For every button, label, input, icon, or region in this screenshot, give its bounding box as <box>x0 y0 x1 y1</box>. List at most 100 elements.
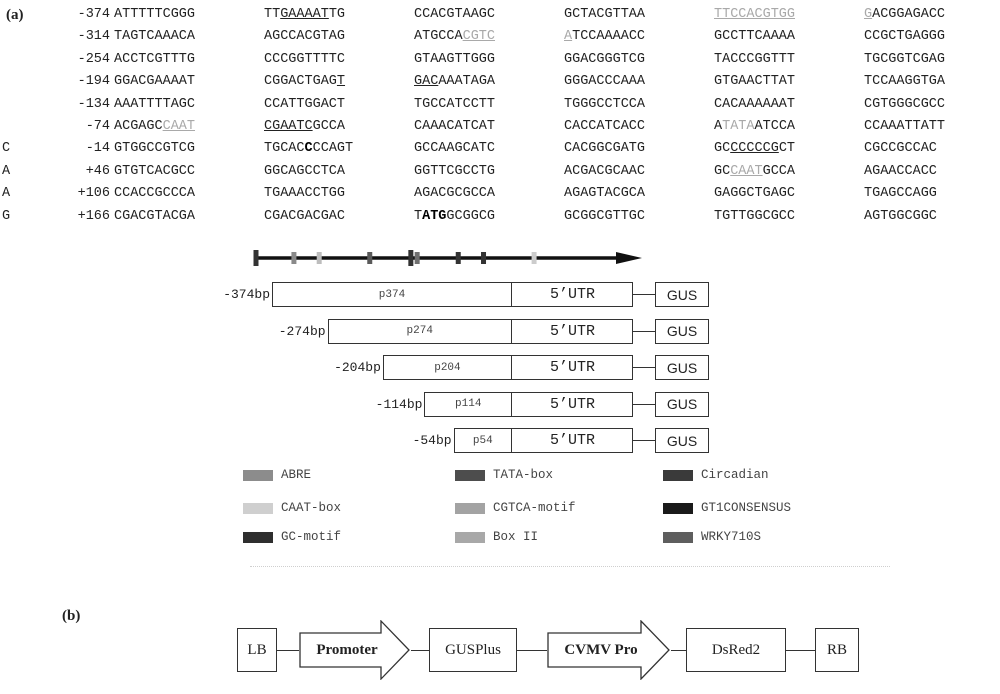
sequence-fragment: CGACGACGAC <box>264 208 346 224</box>
sequence-fragment: TT <box>264 7 281 22</box>
sequence-fragment: CCATTGGACT <box>264 96 346 112</box>
sequence-fragment: GGTTCGCCTG <box>414 163 496 179</box>
promoter-fragment-name: p114 <box>455 398 482 410</box>
legend-item: WRKY710S <box>663 530 863 546</box>
legend-item: GC-motif <box>243 530 443 546</box>
cis-element-marker <box>316 252 322 264</box>
row-side-label: G <box>2 208 11 224</box>
sequence-fragment: TG <box>328 7 346 22</box>
sequence-fragment: GTGAACTTAT <box>714 74 796 90</box>
panel-a-label: (a) <box>6 7 24 23</box>
legend-item: ABRE <box>243 468 443 484</box>
sequence-block: CACAAAAAAT <box>714 97 795 112</box>
sequence-fragment: CGTGGGCGCC <box>864 96 946 112</box>
sequence-block: TTCCACGTGG <box>714 7 795 22</box>
cis-element-marker <box>253 250 259 266</box>
sequence-block: AGAGTACGCA <box>564 186 645 201</box>
utr-label: 5’UTR <box>549 322 595 340</box>
promoter-fragment-name: p274 <box>406 325 433 337</box>
connector-line <box>633 294 655 295</box>
sequence-fragment: GAC <box>414 74 439 90</box>
sequence-fragment: CGAATC <box>264 119 313 134</box>
row-side-label: A <box>2 186 11 202</box>
promoter-fragment-box: p274 5’UTR <box>327 318 633 344</box>
row-position: -14 <box>85 141 110 157</box>
sequence-fragment: CAAT <box>162 119 196 134</box>
arrowhead <box>616 252 642 264</box>
sequence-fragment: GAAAAT <box>280 7 329 22</box>
row-position: -374 <box>77 7 110 22</box>
sequence-fragment: CCCCCG <box>730 141 779 157</box>
sequence-block: CGAATCGCCA <box>264 119 345 134</box>
sequence-fragment: AGTGGCGGC <box>864 208 937 224</box>
sequence-fragment: GCGGCGTTGC <box>564 208 646 224</box>
sequence-block: CGGACTGAGT <box>264 74 345 89</box>
row-position: -134 <box>77 96 110 112</box>
sequence-fragment: ACCTCGTTTG <box>114 51 196 67</box>
legend-swatch <box>243 503 273 514</box>
construct-length-label: -54bp <box>412 433 452 448</box>
sequence-fragment: TGCCATCCTT <box>414 96 496 112</box>
legend-label: GT1CONSENSUS <box>701 501 792 515</box>
sequence-fragment: TCCAAAACC <box>572 29 646 45</box>
sequence-block: GCCAATGCCA <box>714 164 795 179</box>
sequence-fragment: GGACGAAAAT <box>114 74 196 90</box>
sequence-block: ATATAATCCA <box>714 119 795 134</box>
sequence-block: GTGAACTTAT <box>714 74 795 89</box>
cis-element-marker <box>481 252 487 264</box>
sequence-fragment: CCAGT <box>312 141 354 157</box>
sequence-fragment: TATA <box>722 119 755 134</box>
sequence-fragment: CGTC <box>462 29 496 45</box>
sequence-fragment: TGGGCCTCCA <box>564 96 646 112</box>
sequence-block: GCTACGTTAA <box>564 7 645 22</box>
sequence-block: GGGACCCAAA <box>564 74 645 89</box>
cis-element-marker <box>455 252 461 264</box>
connector-line <box>411 650 429 651</box>
sequence-block: TGCACCCCAGT <box>264 141 353 156</box>
gusplus-box: GUSPlus <box>429 628 517 672</box>
sequence-block: TCCAAGGTGA <box>864 74 945 89</box>
legend-item: TATA-box <box>455 468 655 484</box>
sequence-fragment: ATGCCA <box>414 29 463 45</box>
sequence-fragment: GCGGCG <box>446 208 496 224</box>
sequence-block: TGGGCCTCCA <box>564 97 645 112</box>
sequence-block: TGCCATCCTT <box>414 97 495 112</box>
legend-label: Box II <box>493 530 539 544</box>
connector-line <box>633 330 655 332</box>
construct-length-label: -114bp <box>375 396 423 412</box>
legend-label: CAAT-box <box>281 501 342 515</box>
lb-box: LB <box>237 628 277 672</box>
sequence-fragment: GAGGCTGAGC <box>714 186 796 202</box>
promoter-element-map <box>253 250 642 266</box>
legend-swatch <box>455 503 485 514</box>
sequence-block: GGACGGGTCG <box>564 52 645 67</box>
sequence-fragment: CCACCGCCCA <box>114 186 196 202</box>
utr-label: 5’UTR <box>549 432 595 449</box>
utr-divider <box>510 319 512 343</box>
sequence-fragment: A <box>564 29 573 45</box>
sequence-fragment: TACCCGGTTT <box>714 51 796 67</box>
cis-element-marker <box>531 252 537 264</box>
sequence-fragment: GTAAGTTGGG <box>414 51 496 67</box>
sequence-block: GCCCCCCGCT <box>714 141 795 156</box>
sequence-block: CCACCGCCCA <box>114 186 195 201</box>
sequence-fragment: ACGGAGACC <box>872 7 946 22</box>
legend-swatch <box>663 532 693 543</box>
sequence-fragment: ACGACGCAAC <box>564 163 646 179</box>
sequence-block: ATGCCACGTC <box>414 29 495 44</box>
sequence-block: ACGACGCAAC <box>564 164 645 179</box>
gus-reporter-box: GUS <box>655 282 709 307</box>
sequence-block: TAGTCAAACA <box>114 29 195 44</box>
sequence-block: TACCCGGTTT <box>714 52 795 67</box>
dsred2-box: DsRed2 <box>686 628 786 672</box>
sequence-fragment: CACAAAAAAT <box>714 96 796 112</box>
sequence-fragment: C <box>304 141 313 157</box>
sequence-fragment: CT <box>778 141 796 157</box>
sequence-fragment: GCCA <box>762 163 796 179</box>
